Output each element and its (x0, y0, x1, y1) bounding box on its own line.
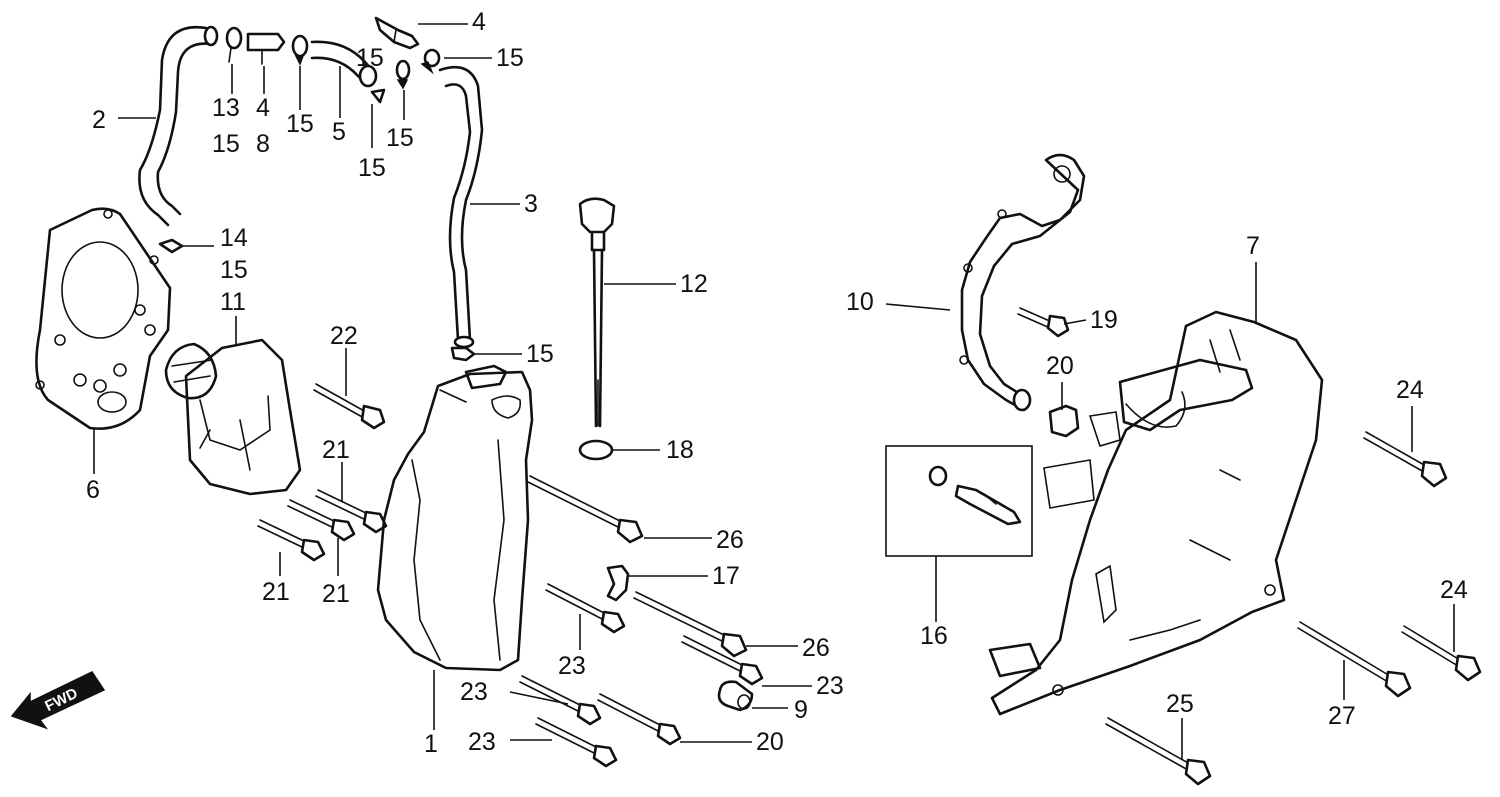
callout-20-lower: 20 (756, 728, 784, 756)
callout-10: 10 (846, 288, 874, 316)
clamp-15-lower (450, 346, 476, 362)
callout-23-b: 23 (816, 672, 844, 700)
callout-7: 7 (1246, 232, 1260, 260)
hose-3 (438, 65, 484, 349)
bolt-25 (1105, 717, 1212, 786)
callout-24-a: 24 (1396, 376, 1424, 404)
top-clamps (225, 26, 309, 66)
callout-17: 17 (712, 562, 740, 590)
callout-19: 19 (1090, 306, 1118, 334)
callout-21-a: 21 (322, 436, 350, 464)
o-ring-18 (578, 439, 614, 461)
hose-5 (310, 40, 378, 88)
bolts-26 (527, 475, 748, 658)
callout-26-a: 26 (716, 526, 744, 554)
callout-2: 2 (92, 106, 106, 134)
callout-15-b: 15 (212, 130, 240, 158)
crankcase-cover-7 (988, 310, 1324, 716)
dowel-20-right (1048, 404, 1080, 438)
dowel-9 (717, 680, 754, 712)
callout-9: 9 (794, 696, 808, 724)
callout-13: 13 (212, 94, 240, 122)
callout-21-b: 21 (262, 578, 290, 606)
callout-6: 6 (86, 476, 100, 504)
callout-5: 5 (332, 118, 346, 146)
bolt-27 (1297, 621, 1412, 698)
callout-1: 1 (424, 730, 438, 758)
callout-15-g: 15 (526, 340, 554, 368)
callout-25: 25 (1166, 690, 1194, 718)
bolts-24 (1363, 431, 1482, 682)
callout-15-e: 15 (358, 154, 386, 182)
callout-23-d: 23 (468, 728, 496, 756)
callout-24-b: 24 (1440, 576, 1468, 604)
bolts-21 (257, 489, 388, 562)
callout-4-top: 4 (472, 8, 486, 36)
callout-23-c: 23 (460, 678, 488, 706)
callout-18: 18 (666, 436, 694, 464)
clip-17 (606, 564, 630, 602)
callout-4: 4 (256, 94, 270, 122)
callout-20-right: 20 (1046, 352, 1074, 380)
clamps-15-group (370, 48, 441, 104)
callout-21-c: 21 (322, 580, 350, 608)
bolt-22 (313, 383, 386, 430)
callout-11: 11 (220, 288, 246, 316)
callout-26-b: 26 (802, 634, 830, 662)
callout-3: 3 (524, 190, 538, 218)
callout-8: 8 (256, 130, 270, 158)
leader-lines (93, 23, 1455, 760)
clamp-15a (291, 34, 309, 58)
callout-14: 14 (220, 224, 248, 252)
bolts-23 (519, 583, 764, 768)
fitting-4 (374, 16, 420, 50)
sensor-box-16 (885, 445, 1033, 557)
hose-2 (138, 25, 219, 227)
callout-27: 27 (1328, 702, 1356, 730)
callout-22: 22 (330, 322, 358, 350)
water-pump-11 (164, 338, 302, 496)
callout-15-a: 15 (496, 44, 524, 72)
fwd-arrow-icon: FWD (10, 671, 106, 730)
clamp-14 (158, 238, 184, 254)
callout-15-f: 15 (220, 256, 248, 284)
callout-labels: 1 2 3 4 4 5 6 7 8 9 10 11 12 13 14 15 15… (86, 8, 1468, 758)
dipstick-12 (578, 197, 616, 428)
gasket-6 (35, 207, 172, 430)
bolt-19 (1017, 307, 1070, 338)
joint-4-8 (246, 32, 286, 52)
clamp-13 (225, 26, 243, 50)
bolt-20-lower (597, 693, 682, 746)
callout-15-c: 15 (286, 110, 314, 138)
callout-15-h: 15 (356, 44, 384, 72)
gasket-10 (959, 153, 1086, 412)
callout-23-a: 23 (558, 652, 586, 680)
callout-16: 16 (920, 622, 948, 650)
callout-15-d: 15 (386, 124, 414, 152)
callout-12: 12 (680, 270, 708, 298)
cover-1 (376, 364, 534, 672)
